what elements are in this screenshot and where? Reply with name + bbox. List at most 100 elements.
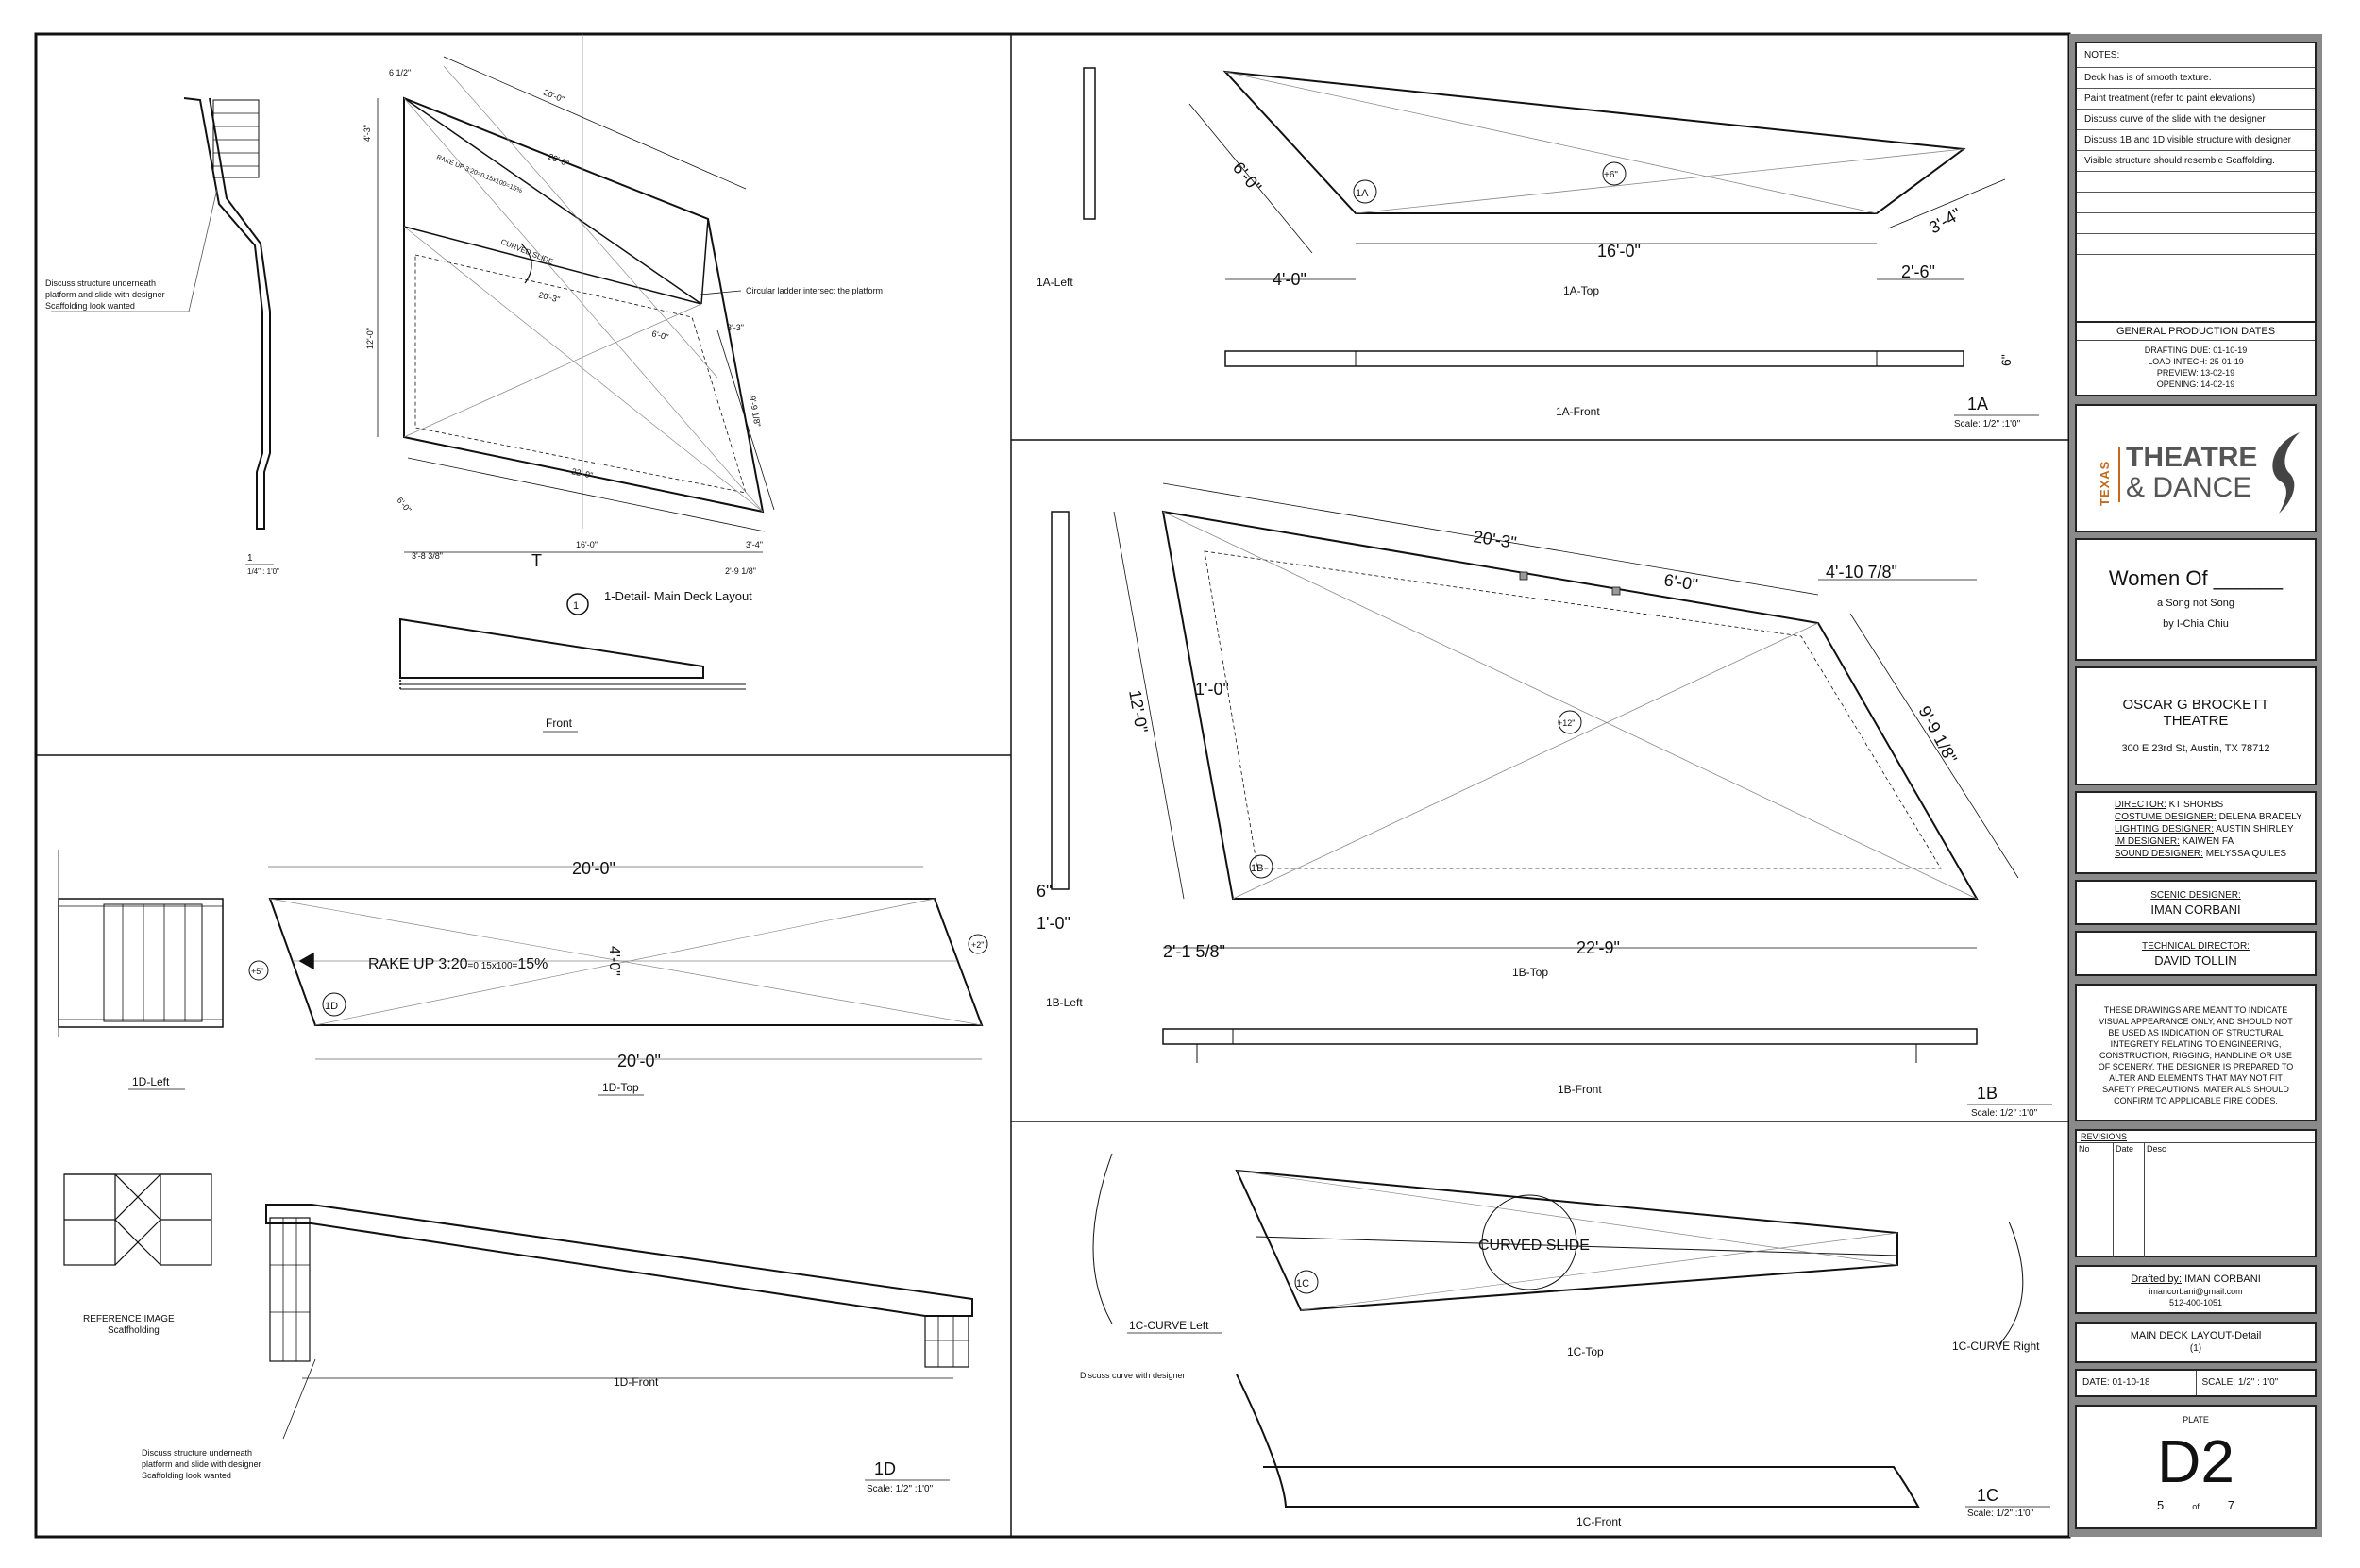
d1-dim-7: 22'-9" [571, 466, 595, 481]
1A-dim-3: 2'-6" [1901, 262, 1935, 281]
d1-rake-label: RAKE UP 3:20=0.15x100=15% [435, 154, 523, 194]
1C-slide-label: CURVED SLIDE [1478, 1238, 1590, 1254]
1C-note: Discuss curve with designer [1080, 1371, 1186, 1380]
note-item: Deck has is of smooth texture. [2077, 68, 2315, 89]
logo-line2: & DANCE [2126, 472, 2252, 503]
sheet-title: MAIN DECK LAYOUT-Detail [2130, 1330, 2262, 1341]
1D-top-label: 1D-Top [602, 1081, 639, 1094]
1D-rake: RAKE UP 3:20=0.15x100=15% [368, 956, 548, 972]
d1-ladder-note: Circular ladder intersect the platform [746, 286, 883, 295]
date-line: OPENING: 14-02-19 [2156, 379, 2235, 389]
1A-top-label: 1A-Top [1563, 284, 1599, 297]
1B-dim-5: 9'-9 1/8" [1914, 702, 1961, 767]
section-1D: 1D-Left 20'-0" +5" +2" RAKE UP 3:20=0.15… [58, 850, 988, 1494]
1A-scale: Scale: 1/2" :1'0" [1954, 419, 2021, 430]
crew-panel: DIRECTOR: KT SHORBS COSTUME DESIGNER: DE… [2075, 791, 2317, 874]
1B-dim-8: 6" [1037, 882, 1052, 901]
drafted-phone: 512-400-1051 [2168, 1298, 2223, 1307]
1C-front-label: 1C-Front [1576, 1515, 1622, 1528]
show-subtitle: a Song not Song [2157, 598, 2234, 609]
d1-detail-num: 1 [573, 600, 579, 612]
note-item [2077, 255, 2315, 276]
logo-panel: TEXAS THEATRE & DANCE [2075, 404, 2317, 532]
1D-dim-2: 4'-0" [606, 946, 622, 976]
d1-dim-12: 3'-4" [746, 540, 763, 549]
1D-rise-right: +2" [971, 940, 984, 950]
1B-dim-6: 2'-1 5/8" [1163, 942, 1225, 961]
1A-front-label: 1A-Front [1556, 405, 1600, 418]
1C-scale: Scale: 1/2" :1'0" [1967, 1509, 2034, 1519]
disclaimer-text: THESE DRAWINGS ARE MEANT TO INDICATE VIS… [2098, 1005, 2294, 1105]
1B-dim-7: 22'-9" [1576, 938, 1620, 957]
logo-line1: THEATRE [2126, 442, 2258, 473]
1A-dim-1: 16'-0" [1597, 242, 1641, 261]
d1-note-line1: Discuss structure underneath [45, 278, 156, 288]
scenic-name: IMAN CORBANI [2150, 902, 2241, 917]
1B-top-label: 1B-Top [1512, 966, 1548, 979]
date-scale-panel: DATE: 01-10-18 SCALE: 1/2" : 1'0" [2075, 1369, 2317, 1397]
d1-detail-marker [566, 593, 589, 615]
note-item [2077, 172, 2315, 193]
crew-row: DIRECTOR: KT SHORBS [2115, 800, 2224, 810]
1D-note-line2: platform and slide with designer [142, 1459, 261, 1469]
d1-dim-0: 6 1/2" [389, 68, 411, 77]
d1-front-label: Front [546, 717, 573, 730]
1B-dim-9: 1'-0" [1037, 914, 1070, 933]
d1-tee-marker: T [531, 551, 542, 570]
sheet-title-panel: MAIN DECK LAYOUT-Detail (1) [2075, 1322, 2317, 1363]
1B-dim-4: 1'-0" [1195, 680, 1229, 699]
1C-curve-left: 1C-CURVE Left [1129, 1319, 1209, 1332]
1B-dim-0: 20'-3" [1472, 527, 1517, 552]
plate-label: PLATE [2183, 1415, 2209, 1425]
td-name: DAVID TOLLIN [2154, 953, 2237, 968]
note-item [2077, 213, 2315, 234]
1A-num: 1A [1967, 395, 1988, 413]
1A-dim-5: 6" [1998, 354, 2014, 366]
plate-panel: PLATE D2 5 of 7 [2075, 1405, 2317, 1529]
1C-curve-right: 1C-CURVE Right [1952, 1340, 2040, 1353]
note-item [2077, 193, 2315, 213]
revisions-header: No Date Desc [2077, 1142, 2315, 1155]
section-1C: 1C-CURVE Left CURVED SLIDE 1C 1C-CURVE R… [1080, 1153, 2050, 1528]
dancer-logo-icon [2272, 432, 2300, 514]
d1-dim-2: 20'-0" [542, 88, 565, 105]
note-item: Paint treatment (refer to paint elevatio… [2077, 89, 2315, 110]
show-panel: Women Of ______ a Song not Song by I-Chi… [2075, 538, 2317, 661]
d1-dim-8: 6'-0" [395, 496, 413, 514]
1B-dim-2: 4'-10 7/8" [1826, 563, 1897, 582]
d1-dim-14: 6'-0" [651, 329, 670, 342]
logo-rule [2118, 447, 2120, 502]
sheet-sub: (1) [2189, 1343, 2202, 1354]
1B-tag: 1B [1251, 863, 1263, 874]
1A-left-label: 1A-Left [1037, 276, 1073, 289]
logo-texas: TEXAS [2098, 460, 2112, 506]
date-line: PREVIEW: 13-02-19 [2156, 368, 2235, 378]
1D-note-line3: Scaffolding look wanted [142, 1471, 231, 1480]
1B-rise: +12" [1558, 718, 1575, 728]
sheet-border [34, 32, 2071, 1539]
scenic-role: SCENIC DESIGNER: [2150, 890, 2241, 901]
note-item: Discuss curve of the slide with the desi… [2077, 110, 2315, 130]
detail-1-main-deck: Discuss structure underneath platform an… [45, 34, 883, 733]
drafted-panel: Drafted by: IMAN CORBANI imancorbani@gma… [2075, 1265, 2317, 1314]
td-role: TECHNICAL DIRECTOR: [2142, 941, 2250, 952]
sheet-scale: SCALE: 1/2" : 1'0" [2201, 1377, 2279, 1388]
d1-dim-11: 2'-9 1/8" [725, 566, 756, 576]
1B-num: 1B [1977, 1084, 1998, 1103]
production-dates: GENERAL PRODUCTION DATES DRAFTING DUE: 0… [2075, 321, 2317, 396]
venue-address: 300 E 23rd St, Austin, TX 78712 [2121, 743, 2270, 754]
section-1A: 1A-Left 1A +6" 6'-0" 16'-0" 4'-0" 2'-6" … [1037, 67, 2039, 430]
1C-top-label: 1C-Top [1567, 1345, 1604, 1358]
crew-row: COSTUME DESIGNER: DELENA BRADELY [2115, 812, 2302, 822]
scenic-designer-panel: SCENIC DESIGNER: IMAN CORBANI [2075, 880, 2317, 925]
d1-note-line3: Scaffolding look wanted [45, 301, 135, 311]
1A-tag: 1A [1356, 188, 1369, 199]
1D-front-label: 1D-Front [614, 1375, 659, 1389]
1B-dim-3: 12'-0" [1125, 688, 1152, 734]
venue-name1: OSCAR G BROCKETT [2122, 697, 2269, 713]
scaffolding-reference-icon [63, 1173, 212, 1266]
d1-dim-6: 9'-9 1/8" [748, 396, 763, 428]
1B-dim-1: 6'-0" [1662, 570, 1699, 594]
dates-title: GENERAL PRODUCTION DATES [2077, 323, 2315, 341]
